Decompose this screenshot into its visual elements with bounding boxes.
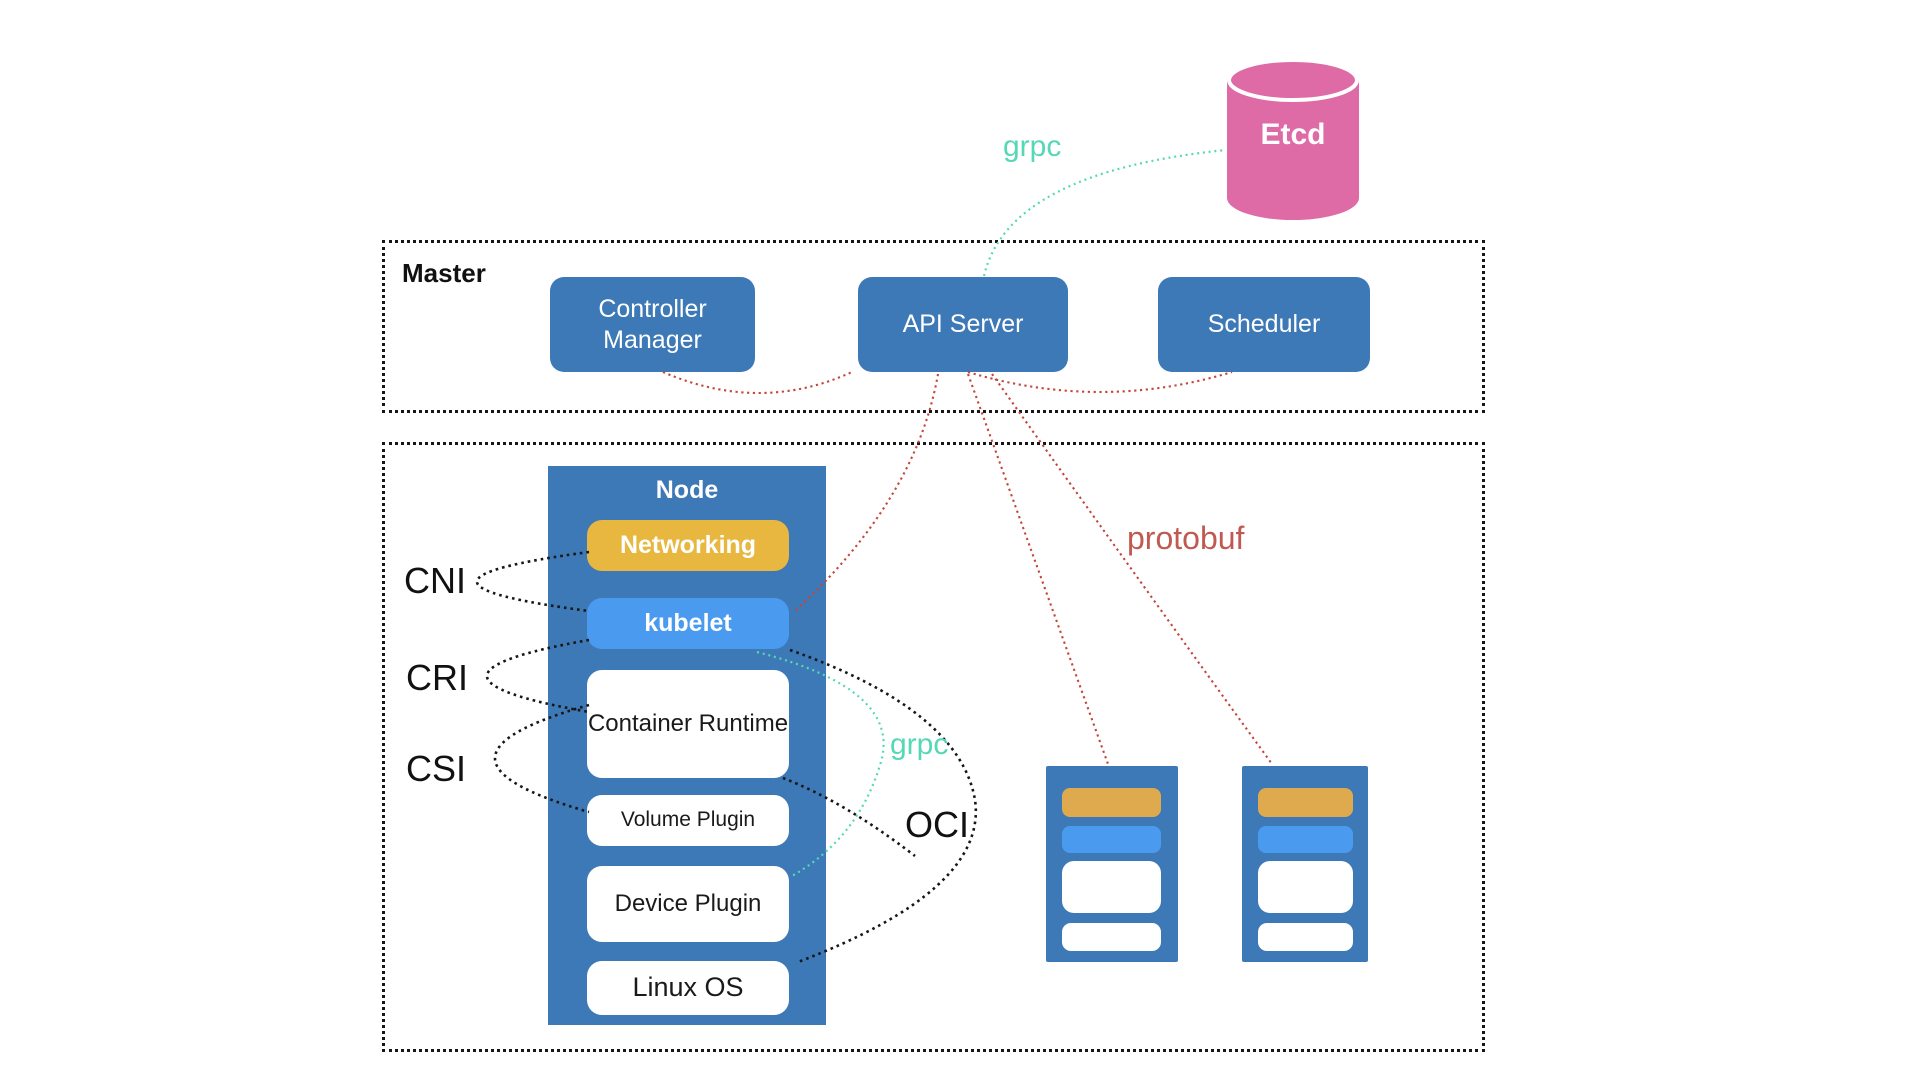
worker1-os-bar — [1062, 923, 1161, 951]
scheduler-box: Scheduler — [1158, 277, 1370, 372]
worker2-kubelet-bar — [1258, 826, 1353, 853]
etcd-label: Etcd — [1260, 118, 1326, 151]
cylinder-shape — [1227, 58, 1359, 220]
worker1-runtime-bar — [1062, 861, 1161, 913]
networking-box: Networking — [587, 520, 789, 571]
grpc-runtime-label: grpc — [890, 728, 949, 761]
controller-manager-box: Controller Manager — [550, 277, 755, 372]
csi-label: CSI — [406, 748, 467, 789]
worker2-networking-bar — [1258, 788, 1353, 817]
worker1-networking-bar — [1062, 788, 1161, 817]
protobuf-label: protobuf — [1127, 520, 1245, 556]
worker1-kubelet-bar — [1062, 826, 1161, 853]
node-box: Node Networking kubelet Container Runtim… — [548, 466, 826, 1025]
worker2-os-bar — [1258, 923, 1353, 951]
etcd-database-cylinder: Etcd — [1227, 58, 1359, 222]
node-label: Node — [655, 476, 719, 504]
grpc-etcd-label: grpc — [1003, 130, 1062, 163]
oci-label: OCI — [905, 804, 970, 845]
device-plugin-box: Device Plugin — [587, 866, 789, 942]
worker-node-1 — [1046, 766, 1178, 962]
kubelet-box: kubelet — [587, 598, 789, 649]
worker2-runtime-bar — [1258, 861, 1353, 913]
cri-label: CRI — [406, 657, 468, 698]
volume-plugin-box: Volume Plugin — [587, 795, 789, 846]
api-server-box: API Server — [858, 277, 1068, 372]
linux-os-box: Linux OS — [587, 961, 789, 1015]
container-runtime-box: Container Runtime — [587, 670, 789, 778]
worker-node-2 — [1242, 766, 1368, 962]
cni-label: CNI — [404, 560, 466, 601]
master-group-label: Master — [402, 258, 486, 288]
